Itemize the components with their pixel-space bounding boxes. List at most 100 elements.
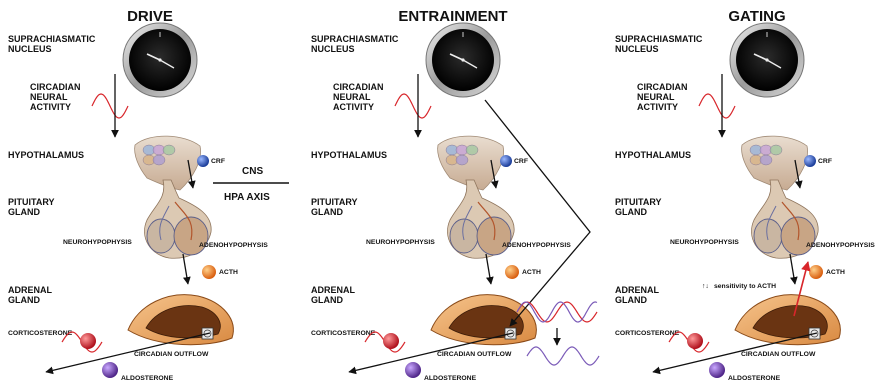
circadian-neural-activity-label-line: NEURAL [333, 92, 371, 102]
adenohypophysis-label: ADENOHYPOPHYSIS [502, 242, 571, 249]
acth-icon [809, 265, 823, 279]
adenohypophysis-label-line: ADENOHYPOPHYSIS [502, 242, 571, 249]
adrenal-gland-label-line: ADRENAL [615, 285, 660, 295]
neural-activity-rhythm [92, 94, 128, 118]
acth-label-line: ACTH [219, 269, 238, 276]
circadian-outflow-label-line: CIRCADIAN OUTFLOW [437, 351, 512, 358]
hypothalamus-label-line: HYPOTHALAMUS [311, 150, 387, 160]
panel-title-line: GATING [728, 8, 785, 25]
adenohypophysis-label-line: ADENOHYPOPHYSIS [199, 242, 268, 249]
neural-activity-rhythm [395, 94, 431, 118]
panel-title: ENTRAINMENT [398, 8, 507, 25]
pituitary-gland-label-line: GLAND [8, 207, 40, 217]
clock-center [461, 58, 464, 61]
circadian-neural-activity-label-line: NEURAL [637, 92, 675, 102]
circadian-neural-activity-label-line: CIRCADIAN [30, 82, 81, 92]
corticosterone-icon [383, 333, 399, 349]
clock-center [158, 58, 161, 61]
clock-center [765, 58, 768, 61]
hypothalamic-nucleus [466, 145, 478, 155]
clock-icon [730, 23, 804, 97]
corticosterone-label-line: CORTICOSTERONE [311, 330, 376, 337]
neurohypophysis-label-line: NEUROHYPOPHYSIS [670, 239, 739, 246]
hpa-axis-label-line: HPA AXIS [224, 192, 270, 203]
pituitary-gland-label-line: PITUITARY [8, 197, 55, 207]
hpa-axis-label: HPA AXIS [224, 192, 270, 203]
suprachiasmatic-nucleus-label-line: SUPRACHIASMATIC [8, 34, 96, 44]
adenohypophysis-label-line: ADENOHYPOPHYSIS [806, 242, 875, 249]
corticosterone-label: CORTICOSTERONE [8, 330, 73, 337]
adrenal-gland-label-line: GLAND [615, 295, 647, 305]
adrenal-gland-label: ADRENALGLAND [615, 285, 660, 305]
suprachiasmatic-nucleus-label: SUPRACHIASMATICNUCLEUS [615, 34, 703, 54]
circadian-neural-activity-label-line: CIRCADIAN [637, 82, 688, 92]
aldosterone-label-line: ALDOSTERONE [728, 375, 781, 382]
up-down-arrows-icon: ↑↓ [702, 283, 709, 290]
acth-icon [202, 265, 216, 279]
crf-label: CRF [818, 158, 832, 165]
crf-label: CRF [514, 158, 528, 165]
hypothalamic-nucleus [456, 155, 468, 165]
circadian-neural-activity-label-line: ACTIVITY [333, 102, 374, 112]
panel-title: GATING [728, 8, 785, 25]
hypothalamus-label-line: HYPOTHALAMUS [8, 150, 84, 160]
adrenal-gland-label-line: ADRENAL [311, 285, 356, 295]
acth-label: ACTH [826, 269, 845, 276]
suprachiasmatic-nucleus-label-line: SUPRACHIASMATIC [615, 34, 703, 44]
corticosterone-label: CORTICOSTERONE [615, 330, 680, 337]
hypothalamic-nucleus [163, 145, 175, 155]
adrenal-gland-illustration [128, 295, 233, 345]
pituitary-gland-label-line: GLAND [615, 207, 647, 217]
neurohypophysis-label-line: NEUROHYPOPHYSIS [63, 239, 132, 246]
panel-title-line: ENTRAINMENT [398, 8, 507, 25]
corticosterone-icon [80, 333, 96, 349]
adrenal-gland-illustration [735, 295, 840, 345]
pituitary-gland-label-line: GLAND [311, 207, 343, 217]
pituitary-to-adrenal-arrow [183, 254, 188, 284]
neurohypophysis-label: NEUROHYPOPHYSIS [63, 239, 132, 246]
pituitary-gland-label-line: PITUITARY [311, 197, 358, 207]
neurohypophysis-label: NEUROHYPOPHYSIS [670, 239, 739, 246]
suprachiasmatic-nucleus-label: SUPRACHIASMATICNUCLEUS [8, 34, 96, 54]
aldosterone-icon [405, 362, 421, 378]
suprachiasmatic-nucleus-label-line: SUPRACHIASMATIC [311, 34, 399, 44]
crf-icon [197, 155, 209, 167]
axis-divider: CNS HPA AXIS [213, 166, 289, 203]
pituitary-gland-label-line: PITUITARY [615, 197, 662, 207]
circadian-neural-activity-label: CIRCADIANNEURALACTIVITY [30, 82, 81, 112]
adenohypophysis-label: ADENOHYPOPHYSIS [199, 242, 268, 249]
circadian-neural-activity-label-line: CIRCADIAN [333, 82, 384, 92]
hypothalamic-nucleus [770, 145, 782, 155]
pituitary-gland-label: PITUITARYGLAND [311, 197, 358, 217]
adenohypophysis-label: ADENOHYPOPHYSIS [806, 242, 875, 249]
hypothalamic-nucleus [153, 155, 165, 165]
sensitivity-to-acth-label: sensitivity to ACTH [714, 283, 776, 290]
circadian-neural-activity-label-line: ACTIVITY [30, 102, 71, 112]
crf-label-line: CRF [514, 158, 528, 165]
hypothalamus-label: HYPOTHALAMUS [615, 150, 691, 160]
aldosterone-label: ALDOSTERONE [121, 375, 174, 382]
corticosterone-label-line: CORTICOSTERONE [615, 330, 680, 337]
adrenal-gland-label-line: GLAND [311, 295, 343, 305]
cns-label: CNS [242, 166, 263, 177]
acth-label: ACTH [522, 269, 541, 276]
circadian-outflow-label-line: CIRCADIAN OUTFLOW [741, 351, 816, 358]
corticosterone-label-line: CORTICOSTERONE [8, 330, 73, 337]
adrenal-gland-label: ADRENALGLAND [311, 285, 356, 305]
adrenal-gland-label-line: GLAND [8, 295, 40, 305]
hypothalamus-label: HYPOTHALAMUS [311, 150, 387, 160]
acth-icon [505, 265, 519, 279]
circadian-outflow-label: CIRCADIAN OUTFLOW [134, 351, 209, 358]
corticosterone-label: CORTICOSTERONE [311, 330, 376, 337]
neurohypophysis-label-line: NEUROHYPOPHYSIS [366, 239, 435, 246]
crf-label: CRF [211, 158, 225, 165]
cns-label-line: CNS [242, 166, 263, 177]
acth-label: ACTH [219, 269, 238, 276]
circadian-outflow-label-line: CIRCADIAN OUTFLOW [134, 351, 209, 358]
circadian-neural-activity-label: CIRCADIANNEURALACTIVITY [333, 82, 384, 112]
